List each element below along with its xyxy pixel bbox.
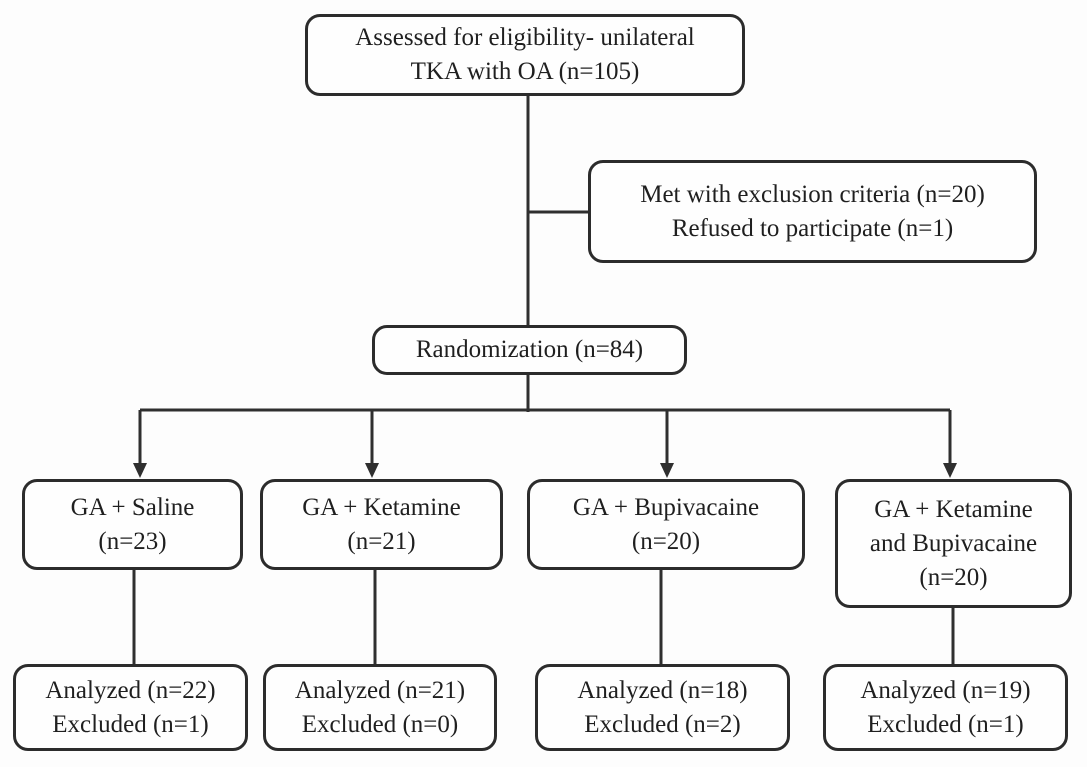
outcome-excluded: Excluded (n=2)	[584, 710, 741, 738]
eligibility-line-1: Assessed for eligibility- unilateral	[355, 24, 695, 51]
outcome-analyzed: Analyzed (n=22)	[45, 676, 216, 704]
arrowhead-arm-ketamine	[365, 463, 379, 478]
arm-box-ga-bupivacaine: GA + Bupivacaine (n=20)	[527, 479, 805, 570]
eligibility-line-2: TKA with OA (n=105)	[410, 58, 640, 85]
outcome-analyzed: Analyzed (n=19)	[860, 676, 1031, 704]
outcome-analyzed: Analyzed (n=21)	[294, 676, 466, 704]
randomization-line-1: Randomization (n=84)	[415, 336, 644, 363]
arm-label: GA + Ketamine	[874, 495, 1033, 523]
exclusion-line-1: Met with exclusion criteria (n=20)	[640, 180, 985, 208]
arm-count: (n=20)	[919, 563, 988, 591]
arm-count: (n=23)	[98, 527, 167, 555]
outcome-excluded: Excluded (n=1)	[867, 710, 1024, 738]
arrowhead-arm-bupivacaine	[660, 463, 674, 478]
randomization-box: Randomization (n=84)	[372, 325, 687, 375]
arm-box-ga-ketamine: GA + Ketamine (n=21)	[260, 479, 503, 570]
arrowhead-arm-saline	[133, 463, 147, 478]
outcome-box-ga-ketamine-bupivacaine: Analyzed (n=19) Excluded (n=1)	[823, 664, 1068, 751]
outcome-box-ga-ketamine: Analyzed (n=21) Excluded (n=0)	[263, 664, 497, 751]
exclusion-box: Met with exclusion criteria (n=20) Refus…	[588, 160, 1037, 263]
outcome-box-ga-saline: Analyzed (n=22) Excluded (n=1)	[13, 664, 248, 751]
arm-box-ga-ketamine-bupivacaine: GA + Ketamine and Bupivacaine (n=20)	[835, 479, 1072, 608]
outcome-box-ga-bupivacaine: Analyzed (n=18) Excluded (n=2)	[535, 664, 790, 751]
arm-label: GA + Ketamine	[302, 493, 461, 521]
arm-label: GA + Saline	[70, 493, 195, 521]
arm-count: (n=21)	[347, 527, 416, 555]
eligibility-box: Assessed for eligibility- unilateral TKA…	[305, 14, 745, 96]
exclusion-line-2: Refused to participate (n=1)	[671, 214, 954, 242]
arm-box-ga-saline: GA + Saline (n=23)	[22, 479, 243, 570]
outcome-excluded: Excluded (n=1)	[52, 710, 209, 738]
arrowhead-arm-ketamine-bupivacaine	[943, 463, 957, 478]
arm-label: and Bupivacaine	[869, 529, 1038, 557]
arm-label: GA + Bupivacaine	[572, 493, 760, 521]
arm-count: (n=20)	[631, 527, 701, 555]
outcome-analyzed: Analyzed (n=18)	[577, 676, 748, 704]
outcome-excluded: Excluded (n=0)	[301, 710, 459, 738]
